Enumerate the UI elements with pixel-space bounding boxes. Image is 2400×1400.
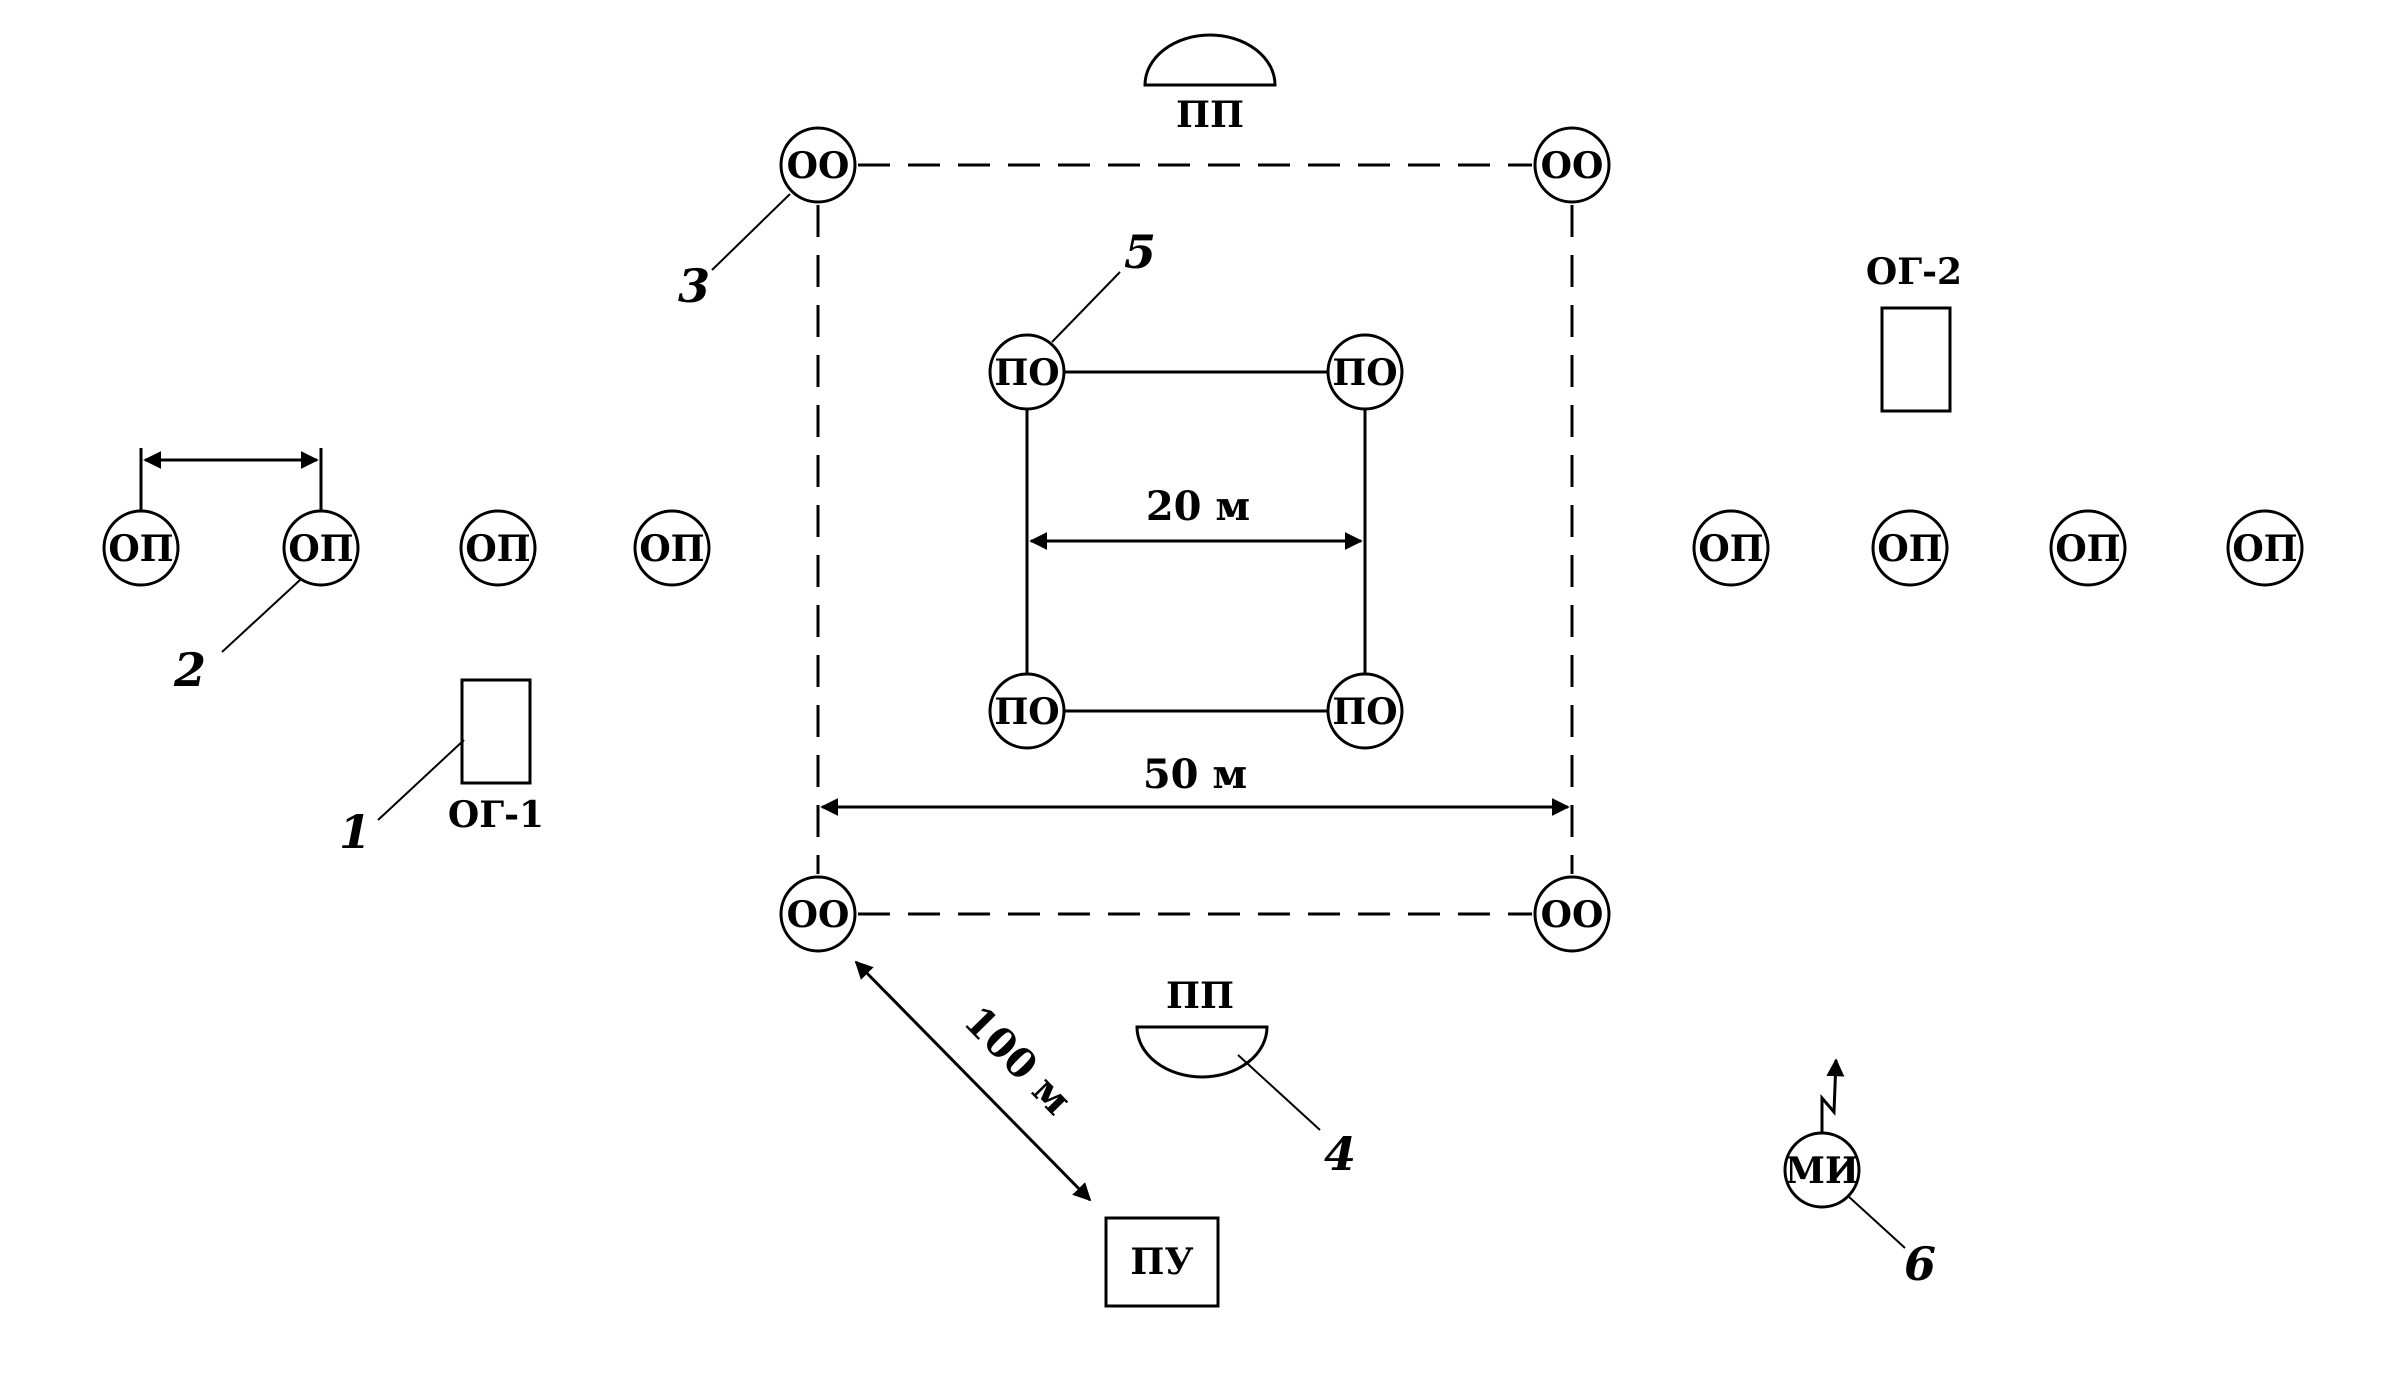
mi-node: МИ <box>1783 1058 1861 1209</box>
op-label: ОП <box>639 528 704 570</box>
op-node: ОП <box>459 509 537 587</box>
inner-dimension-label: 20 м <box>1146 483 1250 530</box>
po-label: ПО <box>1332 352 1397 394</box>
pp-bottom: ПП <box>1135 975 1269 1079</box>
op-node: ОП <box>2226 509 2304 587</box>
po-node: ПО <box>988 672 1066 750</box>
callout-3: 3 <box>678 259 710 313</box>
pp-label: ПП <box>1176 94 1244 136</box>
callout-6: 6 <box>1904 1237 1936 1291</box>
oo-label: ОО <box>787 894 850 936</box>
po-node: ПО <box>988 333 1066 411</box>
oo-node: ОО <box>779 126 857 204</box>
op-node: ОП <box>282 509 360 587</box>
op-node: ОП <box>633 509 711 587</box>
inner-perimeter <box>1025 370 1367 713</box>
distance-dimension-label: 100 м <box>955 997 1081 1124</box>
po-label: ПО <box>1332 691 1397 733</box>
callout-4: 4 <box>1324 1127 1356 1181</box>
op-spacing-dimension <box>139 448 323 511</box>
leader-lines <box>221 193 1906 1249</box>
po-node: ПО <box>1326 333 1404 411</box>
outer-perimeter <box>816 163 1574 916</box>
op-label: ОП <box>1877 528 1942 570</box>
og1-label: ОГ-1 <box>448 794 544 836</box>
op-label: ОП <box>465 528 530 570</box>
op-label: ОП <box>2232 528 2297 570</box>
inner-dimension: 20 м <box>1029 483 1363 550</box>
mi-label: МИ <box>1785 1150 1859 1192</box>
po-label: ПО <box>994 691 1059 733</box>
op-label: ОП <box>1698 528 1763 570</box>
op-node: ОП <box>1871 509 1949 587</box>
op-node: ОП <box>102 509 180 587</box>
op-label: ОП <box>2055 528 2120 570</box>
callout-2: 2 <box>173 643 206 697</box>
op-node: ОП <box>2049 509 2127 587</box>
oo-label: ОО <box>787 145 850 187</box>
pp-label: ПП <box>1166 975 1234 1017</box>
oo-label: ОО <box>1541 145 1604 187</box>
outer-dimension-label: 50 м <box>1143 751 1247 798</box>
oo-node: ОО <box>1533 875 1611 953</box>
distance-dimension: 100 м <box>854 960 1092 1202</box>
callout-1: 1 <box>339 805 371 859</box>
og2-post: ОГ-2 <box>1866 251 1962 413</box>
op-label: ОП <box>108 528 173 570</box>
pp-top: ПП <box>1143 33 1277 136</box>
antenna-icon <box>1820 1058 1845 1133</box>
oo-node: ОО <box>779 875 857 953</box>
oo-node: ОО <box>1533 126 1611 204</box>
callout-5: 5 <box>1124 225 1156 279</box>
oo-label: ОО <box>1541 894 1604 936</box>
po-node: ПО <box>1326 672 1404 750</box>
pu-box: ПУ <box>1104 1216 1220 1308</box>
og1-post: ОГ-1 <box>448 678 544 836</box>
op-label: ОП <box>288 528 353 570</box>
op-node: ОП <box>1692 509 1770 587</box>
outer-dimension: 50 м <box>820 751 1570 816</box>
pu-label: ПУ <box>1130 1241 1193 1283</box>
po-label: ПО <box>994 352 1059 394</box>
og2-label: ОГ-2 <box>1866 251 1962 293</box>
